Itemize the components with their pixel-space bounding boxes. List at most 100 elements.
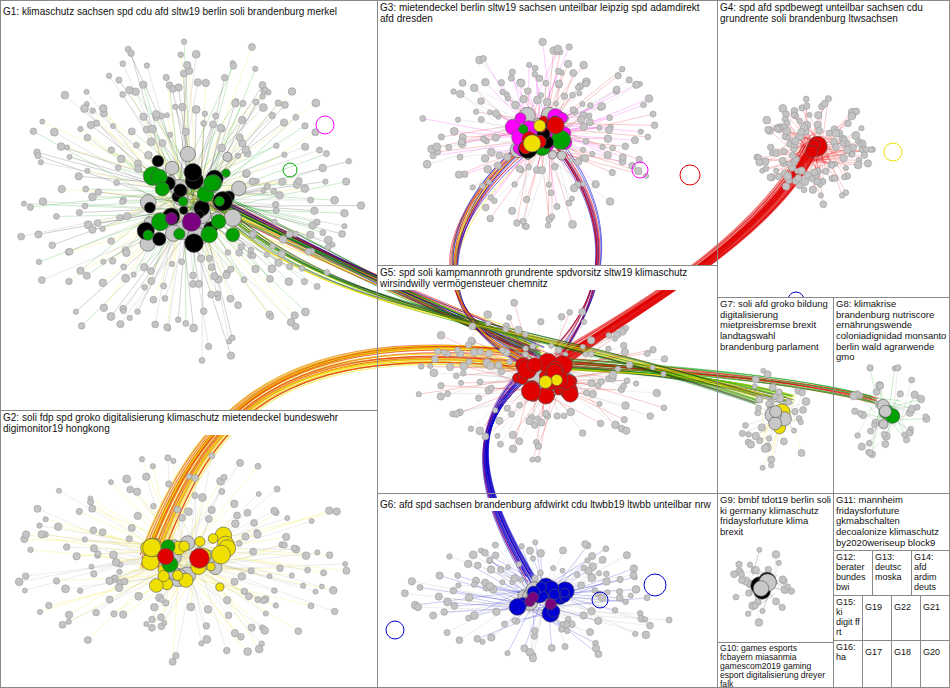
network-vertex — [795, 175, 802, 182]
network-vertex — [498, 368, 505, 375]
network-vertex — [173, 104, 179, 110]
network-vertex — [38, 277, 45, 284]
network-vertex — [243, 170, 250, 177]
network-vertex — [633, 381, 638, 386]
network-vertex — [330, 242, 335, 247]
edge-bundle — [206, 202, 763, 395]
network-edge — [63, 562, 194, 624]
network-vertex — [30, 128, 37, 135]
network-vertex — [480, 55, 486, 61]
network-vertex — [89, 564, 94, 569]
network-vertex — [498, 79, 504, 85]
network-vertex — [806, 145, 818, 157]
network-vertex — [108, 147, 114, 153]
network-vertex — [178, 197, 188, 207]
network-vertex — [487, 110, 492, 115]
network-vertex — [18, 233, 25, 240]
network-vertex — [197, 255, 204, 262]
edge-bundle — [145, 350, 525, 565]
network-vertex — [162, 295, 168, 301]
network-vertex — [484, 311, 492, 319]
network-vertex — [82, 537, 87, 542]
network-vertex — [829, 162, 835, 168]
network-vertex — [459, 79, 466, 86]
network-vertex — [133, 488, 140, 495]
network-vertex — [580, 147, 585, 152]
network-vertex — [286, 231, 293, 238]
network-vertex — [843, 165, 848, 170]
network-vertex — [302, 143, 309, 150]
network-vertex — [597, 125, 602, 130]
network-vertex — [140, 113, 147, 120]
network-vertex — [89, 193, 97, 201]
edge-bundle — [147, 353, 527, 568]
network-vertex — [281, 542, 287, 548]
network-vertex — [163, 74, 169, 80]
network-edge — [87, 138, 195, 210]
network-edge — [193, 563, 265, 630]
network-vertex — [127, 315, 132, 320]
network-edge — [541, 69, 622, 134]
network-vertex — [473, 109, 478, 114]
network-vertex — [199, 357, 205, 363]
network-vertex — [481, 155, 489, 163]
network-vertex — [260, 597, 266, 603]
network-vertex — [586, 119, 593, 126]
network-vertex — [520, 95, 528, 103]
network-vertex — [22, 588, 27, 593]
network-vertex — [65, 145, 70, 150]
network-vertex — [150, 464, 155, 469]
network-vertex — [832, 175, 839, 182]
network-edge — [185, 103, 316, 197]
network-vertex — [566, 44, 572, 50]
network-vertex — [203, 623, 210, 630]
network-vertex — [82, 203, 88, 209]
network-vertex — [140, 263, 148, 271]
network-vertex — [144, 151, 152, 159]
network-edge — [123, 64, 181, 194]
network-vertex — [583, 80, 590, 87]
network-vertex — [786, 135, 791, 140]
network-vertex — [555, 80, 562, 87]
network-vertex — [774, 126, 780, 132]
network-vertex — [520, 218, 526, 224]
edge-bundle — [213, 195, 755, 403]
network-vertex — [645, 95, 653, 103]
network-edge — [166, 78, 183, 194]
network-vertex — [227, 295, 234, 302]
network-edge — [191, 213, 271, 317]
edge-bundle — [557, 152, 596, 347]
network-vertex — [66, 248, 73, 255]
network-vertex — [763, 166, 769, 172]
network-edge — [204, 191, 322, 233]
network-vertex — [62, 585, 70, 593]
network-edge — [558, 365, 626, 431]
network-vertex — [140, 81, 147, 88]
network-vertex — [73, 553, 80, 560]
network-vertex — [211, 272, 219, 280]
network-vertex — [270, 243, 276, 249]
network-vertex — [333, 508, 340, 515]
network-vertex — [792, 137, 799, 144]
network-vertex — [554, 203, 560, 209]
network-vertex — [509, 207, 516, 214]
edge-bundle — [213, 198, 758, 403]
network-vertex — [126, 536, 132, 542]
network-vertex — [211, 214, 225, 228]
network-vertex — [509, 431, 517, 439]
network-vertex — [807, 112, 812, 117]
network-vertex — [208, 291, 215, 298]
network-vertex — [127, 486, 134, 493]
network-vertex — [621, 383, 627, 389]
network-vertex — [222, 169, 230, 177]
network-edge — [178, 192, 231, 356]
network-vertex — [85, 168, 90, 173]
network-vertex — [579, 430, 586, 437]
network-vertex — [416, 391, 421, 396]
network-edge — [171, 570, 248, 651]
edge-bundle — [485, 371, 534, 583]
network-vertex — [75, 173, 82, 180]
network-vertex — [575, 85, 580, 90]
network-edge — [181, 92, 292, 202]
network-vertex — [309, 518, 314, 523]
